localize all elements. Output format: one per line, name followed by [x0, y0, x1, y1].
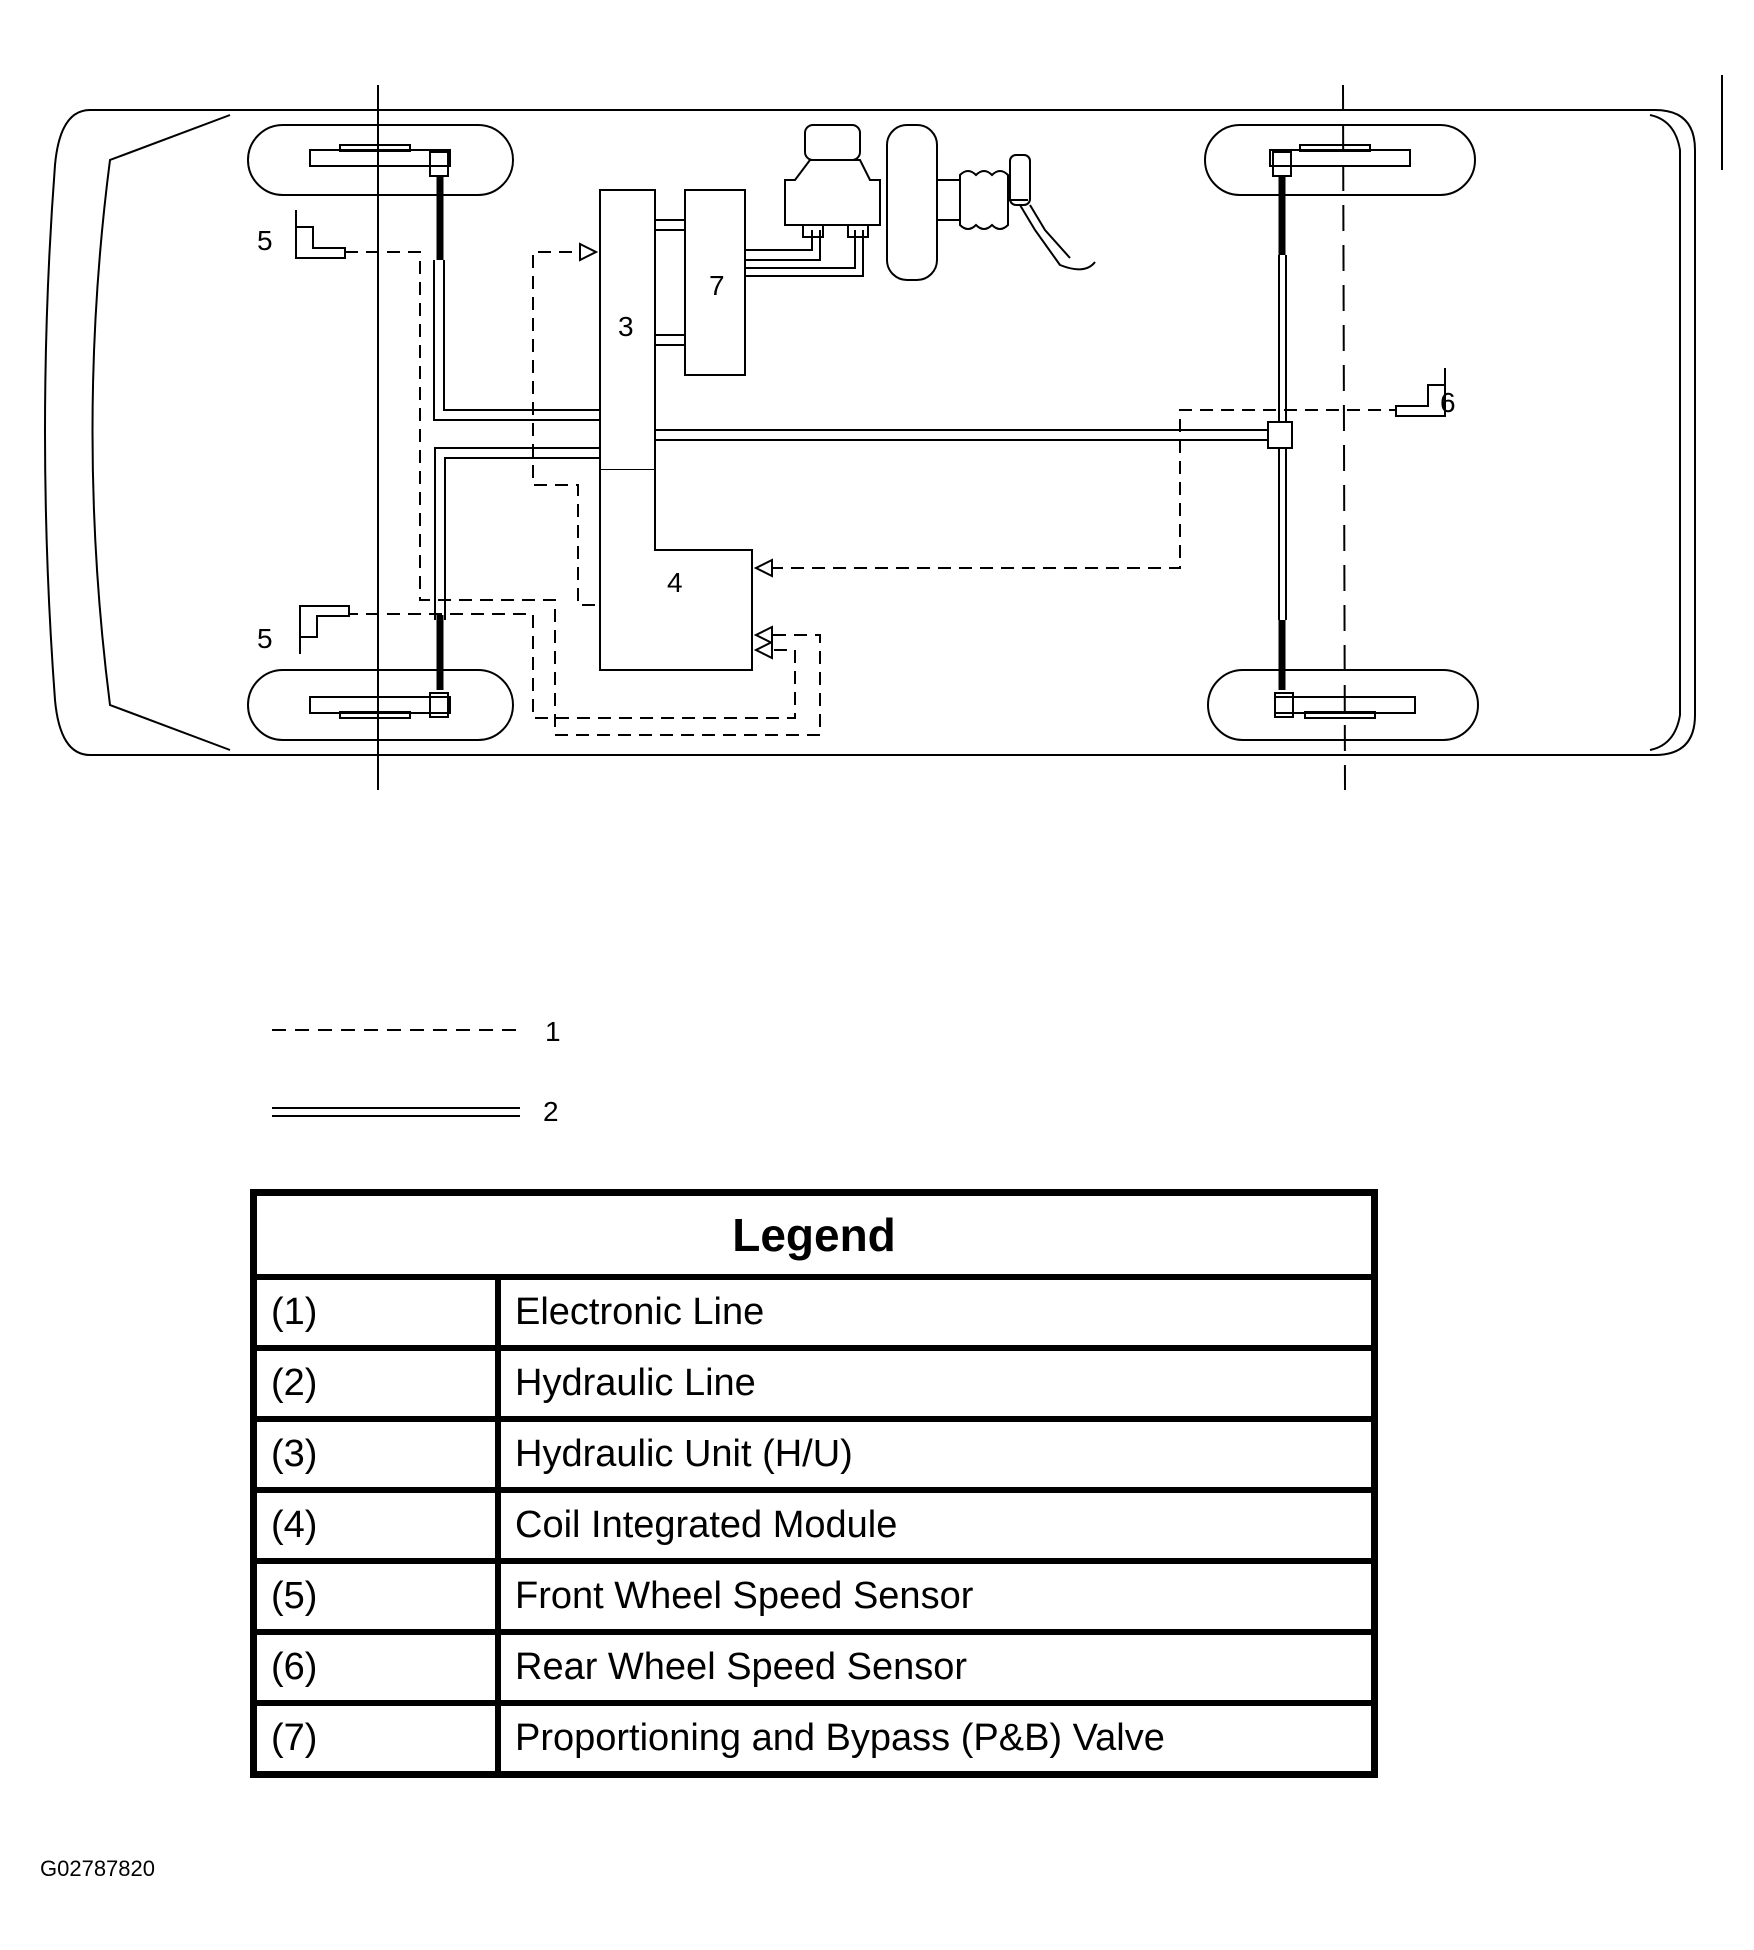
brake-pedal [1009, 154, 1096, 271]
callout-5-lower: 5 [257, 623, 273, 654]
legend-row-number: (1) [250, 1274, 501, 1351]
callout-5-upper: 5 [257, 225, 273, 256]
callout-7: 7 [709, 270, 725, 301]
legend-row-description: Hydraulic Line [495, 1345, 1378, 1422]
legend-row-description: Coil Integrated Module [495, 1487, 1378, 1564]
legend-row-number: (2) [250, 1345, 501, 1422]
vehicle-body-outline [44, 109, 1696, 756]
legend-row-description: Rear Wheel Speed Sensor [495, 1629, 1378, 1706]
brake-caliper-rl [1272, 151, 1292, 177]
front-wheel-speed-sensor-lower [299, 605, 350, 654]
vehicle-rear-outline [1649, 114, 1681, 751]
legend-header-row: Legend [250, 1189, 1378, 1280]
legend-row: (2) Hydraulic Line [250, 1345, 1378, 1422]
legend-row: (3) Hydraulic Unit (H/U) [250, 1416, 1378, 1493]
legend-row: (7) Proportioning and Bypass (P&B) Valve [250, 1700, 1378, 1778]
wheel-rear-right [1207, 669, 1479, 741]
figure-id: G02787820 [40, 1856, 155, 1881]
line-key-1-label: 1 [545, 1016, 561, 1047]
legend-row: (1) Electronic Line [250, 1274, 1378, 1351]
pb-valve-box [684, 189, 746, 376]
abs-layout-diagram: 5 5 6 3 4 7 1 2 [44, 75, 1723, 1127]
legend-table: Legend (1) Electronic Line (2) Hydraulic… [250, 1189, 1378, 1778]
legend-row: (5) Front Wheel Speed Sensor [250, 1558, 1378, 1635]
master-cylinder [784, 124, 881, 238]
callout-4: 4 [667, 567, 683, 598]
legend-row-number: (3) [250, 1416, 501, 1493]
electronic-lines [345, 251, 1395, 736]
wheel-front-left [247, 124, 514, 196]
legend-row-number: (4) [250, 1487, 501, 1564]
hydraulic-lines [433, 219, 1293, 620]
legend-row: (4) Coil Integrated Module [250, 1487, 1378, 1564]
legend-row-description: Proportioning and Bypass (P&B) Valve [495, 1700, 1378, 1778]
vehicle-hood-outline [91, 114, 231, 751]
callout-6: 6 [1440, 387, 1456, 418]
brake-caliper-fr [429, 692, 449, 718]
wheel-front-right [247, 669, 514, 741]
legend-row-description: Electronic Line [495, 1274, 1378, 1351]
legend-row-description: Front Wheel Speed Sensor [495, 1558, 1378, 1635]
legend-row: (6) Rear Wheel Speed Sensor [250, 1629, 1378, 1706]
line-key-2-label: 2 [543, 1096, 559, 1127]
brake-caliper-rr [1274, 692, 1294, 718]
legend-row-description: Hydraulic Unit (H/U) [495, 1416, 1378, 1493]
callout-3: 3 [618, 311, 634, 342]
brake-hoses [436, 175, 1286, 690]
legend-row-number: (6) [250, 1629, 501, 1706]
legend-title: Legend [250, 1189, 1378, 1280]
wheel-rear-left [1204, 124, 1476, 196]
hydraulic-unit-box [599, 189, 656, 471]
brake-caliper-fl [429, 151, 449, 177]
rear-wheel-speed-sensor [1395, 368, 1446, 417]
brake-booster [886, 124, 1028, 281]
front-wheel-speed-sensor-upper [295, 210, 346, 259]
signal-arrows [579, 242, 773, 660]
coil-module-box [599, 470, 753, 671]
rear-axle-centerline [1342, 84, 1346, 791]
legend-row-number: (5) [250, 1558, 501, 1635]
legend-row-number: (7) [250, 1700, 501, 1778]
